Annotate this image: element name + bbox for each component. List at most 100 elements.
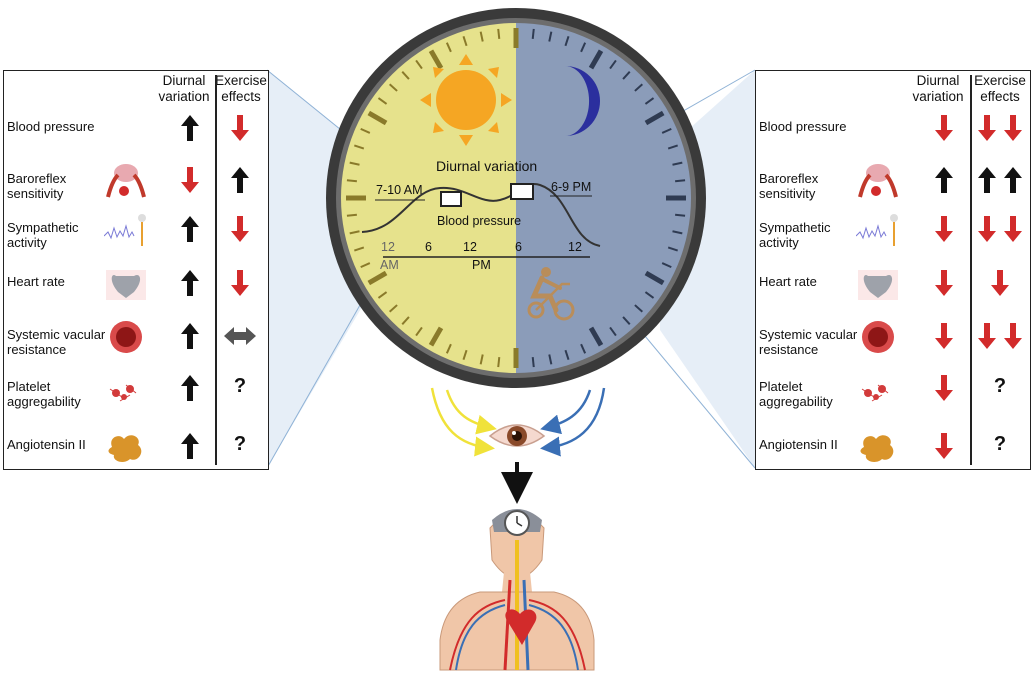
am-label: AM — [380, 258, 399, 272]
clock-tick — [377, 97, 388, 105]
arrow-down-icon — [935, 216, 953, 242]
row-label: Systemic vacular resistance — [759, 327, 858, 357]
heart-icon — [104, 266, 148, 302]
clock-tick — [580, 42, 587, 53]
diurnal-indicator — [177, 115, 203, 146]
diurnal-indicator — [931, 216, 957, 247]
arrow-down-icon — [935, 375, 953, 401]
exercise-indicator: ? — [970, 375, 1030, 398]
unknown-effect: ? — [993, 375, 1007, 397]
unknown-effect: ? — [993, 433, 1007, 455]
brain-clock-icon — [504, 510, 530, 536]
blood-vessel-icon — [856, 319, 900, 355]
tick-label-1: 6 — [425, 240, 432, 254]
row-label: Baroreflex sensitivity — [759, 171, 819, 201]
clock-tick — [401, 316, 410, 326]
moon-icon — [565, 65, 601, 136]
clock-tick — [415, 59, 423, 70]
clock-tick — [675, 213, 686, 217]
clock-tick — [401, 70, 410, 80]
heart-icon — [856, 266, 900, 302]
clock-tick — [667, 246, 678, 252]
platelet-icon — [856, 371, 900, 407]
row-label: Sympathetic activity — [759, 220, 831, 250]
diurnal-header: Diurnal variation — [158, 73, 210, 104]
clock-tick — [564, 349, 570, 360]
row-label: Blood pressure — [759, 119, 847, 134]
arrow-down-icon — [991, 270, 1009, 296]
clock-tick — [349, 161, 360, 166]
exercise-indicator — [970, 270, 1030, 296]
clock-tick — [462, 36, 468, 47]
pm-label: PM — [472, 258, 491, 272]
angiotensin-icon — [104, 429, 148, 465]
arrow-down-icon — [231, 216, 249, 242]
exercise-indicator — [210, 270, 270, 296]
row-label: Blood pressure — [7, 119, 95, 134]
platelet-icon — [104, 371, 148, 407]
clock-tick — [428, 49, 444, 70]
arrow-up-icon — [978, 167, 996, 193]
exercise-indicator — [970, 323, 1030, 349]
clock-tick — [415, 326, 423, 337]
exercise-indicator — [210, 216, 270, 242]
clock-title: Diurnal variation — [436, 158, 538, 174]
diurnal-indicator — [177, 375, 203, 406]
exercise-bike-icon — [527, 267, 575, 321]
clock-tick — [462, 349, 468, 360]
right-panel: Diurnal variation Exercise effects Blood… — [755, 70, 1031, 470]
clock-tick — [531, 28, 535, 39]
baroreflex-icon — [104, 163, 148, 199]
clock-tick — [377, 291, 388, 299]
clock-tick — [672, 230, 683, 235]
arrow-down-icon — [1004, 216, 1022, 242]
evening-label: 6-9 PM — [551, 180, 592, 194]
clock-tick — [661, 262, 672, 269]
row-label: Heart rate — [759, 274, 817, 289]
row-label: Platelet aggregability — [7, 379, 81, 409]
clock-tick — [622, 70, 631, 80]
arrow-both-icon — [224, 327, 256, 345]
baroreflex-icon — [856, 163, 900, 199]
row-label: Baroreflex sensitivity — [7, 171, 67, 201]
exercise-indicator — [970, 167, 1030, 193]
clock-tick — [367, 110, 388, 126]
exercise-header: Exercise effects — [215, 73, 267, 104]
clock-tick — [644, 270, 665, 286]
clock-tick — [479, 31, 484, 42]
arrow-up-icon — [181, 216, 199, 242]
exercise-indicator: ? — [970, 433, 1030, 456]
nerve-signal-icon — [855, 212, 900, 248]
row-label: Sympathetic activity — [7, 220, 79, 250]
arrow-up-icon — [181, 270, 199, 296]
clock-tick — [354, 246, 365, 252]
clock-tick — [497, 28, 501, 39]
arrow-down-icon — [1004, 115, 1022, 141]
clock-tick — [661, 127, 672, 134]
row-label: Angiotensin II — [7, 437, 86, 452]
clock-tick — [497, 357, 501, 368]
day-arrow-outer — [430, 387, 495, 457]
arrow-up-icon — [181, 375, 199, 401]
clock-tick — [609, 326, 617, 337]
arrow-up-icon — [181, 115, 199, 141]
clock-tick — [588, 326, 604, 347]
column-divider — [215, 75, 217, 465]
clock-tick — [388, 83, 398, 92]
tick-label-2: 12 — [463, 240, 477, 254]
clock-tick — [588, 49, 604, 70]
arrow-down-icon — [231, 270, 249, 296]
clock-tick — [672, 161, 683, 166]
clock-tick — [445, 42, 452, 53]
diurnal-indicator — [931, 433, 957, 464]
clock-tick — [609, 59, 617, 70]
blood-vessel-icon — [104, 319, 148, 355]
clock-tick — [531, 357, 535, 368]
tick-label-0: 12 — [381, 240, 395, 254]
row-label: Heart rate — [7, 274, 65, 289]
clock-tick — [360, 127, 371, 134]
angiotensin-icon — [856, 429, 900, 465]
arrow-up-icon — [935, 167, 953, 193]
evening-peak-marker — [510, 183, 534, 200]
